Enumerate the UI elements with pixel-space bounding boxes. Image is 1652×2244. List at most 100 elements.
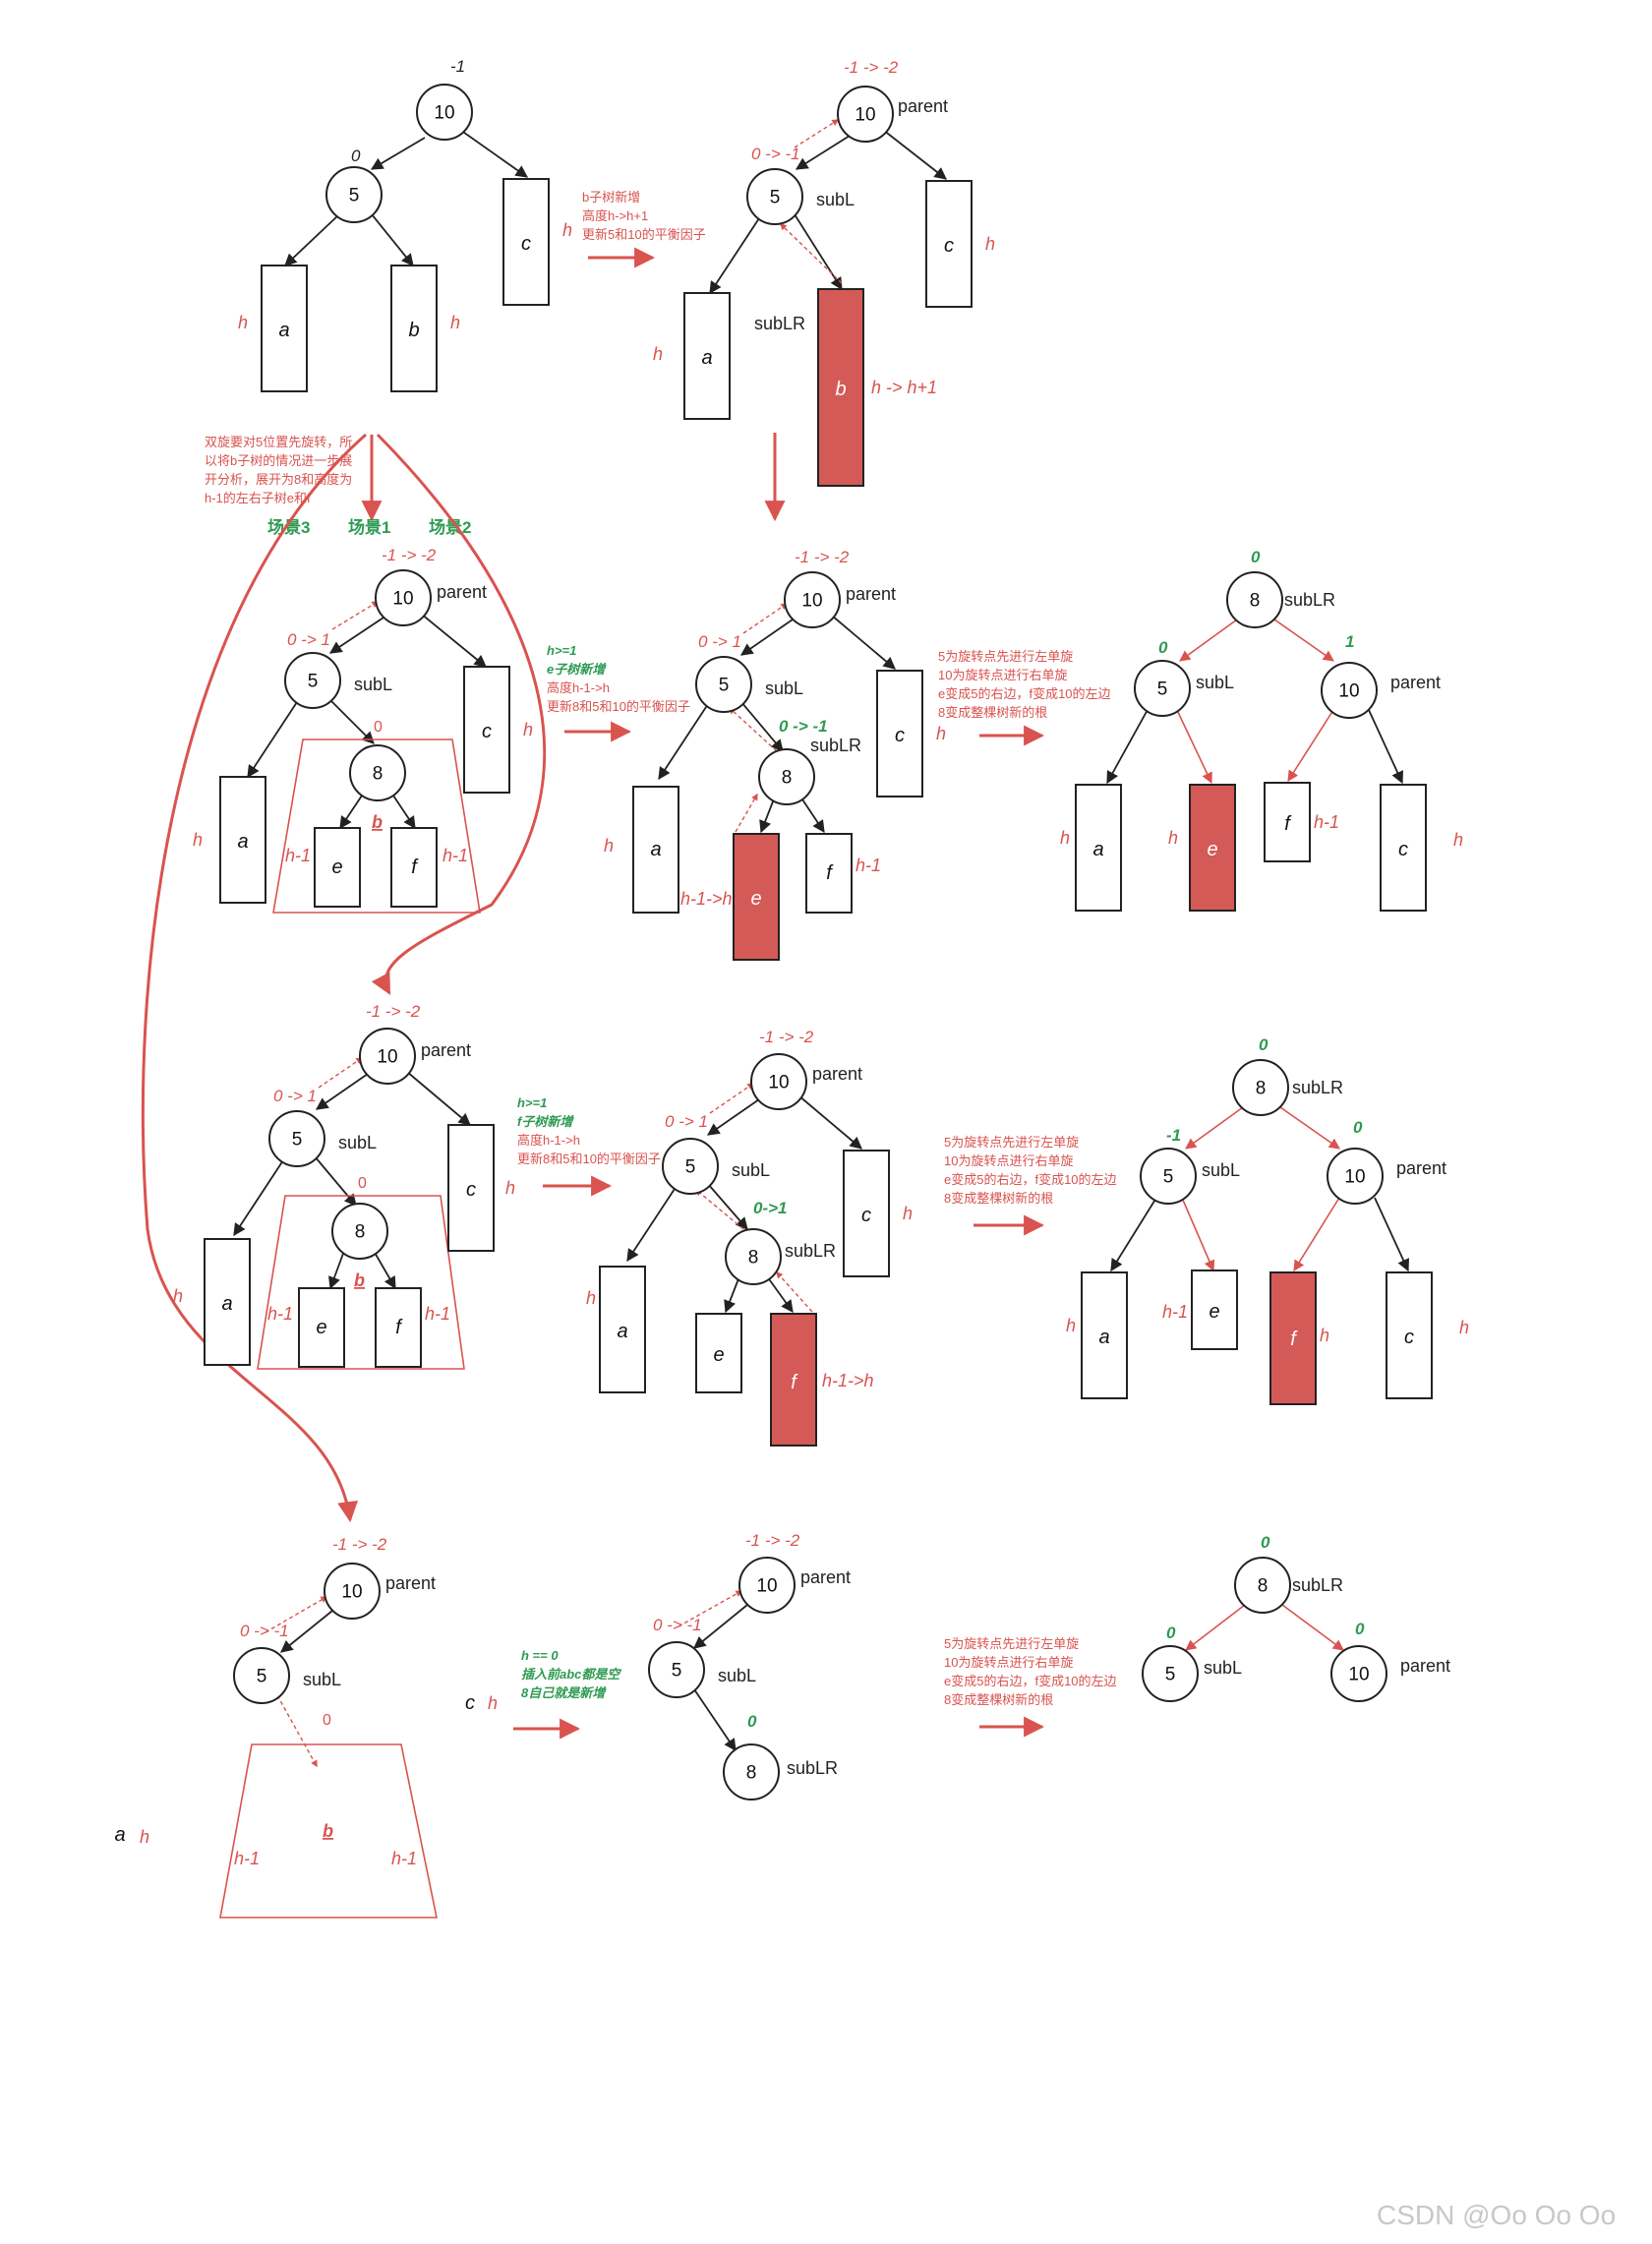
svg-text:高度h->h+1: 高度h->h+1: [582, 208, 648, 223]
svg-text:b: b: [354, 1270, 365, 1290]
svg-text:h: h: [562, 220, 572, 240]
svg-text:5: 5: [1157, 679, 1168, 700]
svg-text:8: 8: [373, 764, 384, 785]
svg-text:-1 -> -2: -1 -> -2: [844, 58, 899, 77]
svg-text:e: e: [331, 856, 342, 878]
svg-text:parent: parent: [421, 1040, 471, 1060]
node-10: 10: [416, 84, 473, 141]
svg-text:e: e: [1207, 839, 1217, 860]
subtree-a: a: [278, 320, 289, 341]
node-10: 10: [837, 86, 894, 143]
node-10: 10: [324, 1563, 381, 1620]
tree-original: -1 10 0 5 a b c h h h: [238, 57, 572, 392]
svg-text:parent: parent: [385, 1573, 436, 1593]
svg-text:0 -> 1: 0 -> 1: [665, 1112, 708, 1131]
svg-text:subL: subL: [1202, 1160, 1240, 1180]
svg-text:10: 10: [392, 589, 413, 610]
svg-text:-1 -> -2: -1 -> -2: [332, 1535, 387, 1554]
svg-text:parent: parent: [898, 96, 948, 116]
node-8: 8: [331, 1203, 388, 1260]
svg-text:双旋要对5位置先旋转，所: 双旋要对5位置先旋转，所: [205, 435, 352, 449]
subtree-b: b: [408, 320, 419, 341]
svg-text:parent: parent: [812, 1064, 862, 1084]
svg-text:0: 0: [358, 1175, 367, 1192]
svg-text:10为旋转点进行右单旋: 10为旋转点进行右单旋: [944, 1655, 1073, 1670]
svg-text:5: 5: [292, 1130, 303, 1151]
svg-text:开分析，展开为8和高度为: 开分析，展开为8和高度为: [205, 472, 352, 487]
svg-text:a: a: [617, 1321, 627, 1342]
svg-text:h: h: [1320, 1326, 1329, 1345]
svg-text:a: a: [114, 1824, 125, 1846]
svg-text:parent: parent: [1390, 673, 1441, 692]
node-5: 5: [695, 656, 752, 713]
svg-text:5: 5: [770, 188, 781, 208]
svg-text:h-1: h-1: [234, 1849, 260, 1868]
svg-text:e子树新增: e子树新增: [547, 662, 607, 677]
svg-text:0: 0: [1251, 548, 1261, 566]
node-10: 10: [375, 569, 432, 626]
svg-text:h-1: h-1: [1162, 1302, 1188, 1322]
svg-text:5: 5: [719, 676, 730, 696]
svg-text:c: c: [482, 721, 492, 742]
svg-text:h: h: [193, 830, 203, 850]
svg-text:10为旋转点进行右单旋: 10为旋转点进行右单旋: [944, 1153, 1073, 1168]
tree-scene3: -1 -> -2 10 parent 0 -> -1 5 subL 0 b h-…: [114, 1535, 498, 1919]
node-8: 8: [1226, 571, 1283, 628]
svg-text:0: 0: [1261, 1533, 1270, 1552]
svg-text:f: f: [1290, 1329, 1298, 1350]
svg-text:f: f: [395, 1317, 403, 1338]
svg-text:0: 0: [747, 1712, 757, 1731]
svg-text:h: h: [586, 1288, 596, 1308]
svg-text:8: 8: [1256, 1079, 1267, 1099]
svg-text:0 -> 1: 0 -> 1: [698, 632, 741, 651]
svg-text:c: c: [466, 1179, 476, 1201]
svg-text:0->1: 0->1: [753, 1199, 788, 1217]
svg-text:0: 0: [374, 719, 383, 736]
svg-text:8: 8: [746, 1763, 757, 1784]
svg-text:0 -> 1: 0 -> 1: [287, 630, 330, 649]
svg-text:8变成整棵树新的根: 8变成整棵树新的根: [944, 1692, 1053, 1707]
svg-text:b: b: [835, 379, 846, 400]
svg-text:parent: parent: [1396, 1158, 1446, 1178]
svg-text:c: c: [895, 725, 905, 746]
svg-text:b: b: [372, 812, 383, 832]
svg-text:e: e: [316, 1317, 326, 1338]
svg-text:h-1->h: h-1->h: [822, 1371, 874, 1390]
svg-text:f: f: [1284, 813, 1292, 835]
node-10: 10: [1321, 662, 1378, 719]
svg-text:5为旋转点先进行左单旋: 5为旋转点先进行左单旋: [944, 1636, 1079, 1651]
watermark: CSDN @Oo Oo Oo: [1377, 2200, 1616, 2230]
svg-text:h: h: [488, 1693, 498, 1713]
svg-text:8: 8: [355, 1222, 366, 1243]
svg-text:10: 10: [768, 1073, 789, 1093]
subtree-c: c: [521, 233, 531, 255]
svg-text:subLR: subLR: [1292, 1078, 1343, 1097]
svg-text:场景2: 场景2: [429, 518, 471, 537]
node-5: 5: [268, 1110, 325, 1167]
svg-text:0: 0: [1166, 1624, 1176, 1642]
svg-text:e变成5的右边，f变成10的左边: e变成5的右边，f变成10的左边: [944, 1172, 1117, 1187]
svg-text:10: 10: [855, 105, 875, 126]
svg-text:h == 0: h == 0: [521, 1648, 559, 1663]
svg-text:h: h: [985, 234, 995, 254]
svg-text:5: 5: [349, 186, 360, 207]
node-10: 10: [359, 1028, 416, 1085]
svg-text:场景3: 场景3: [267, 518, 310, 537]
svg-text:0 -> -1: 0 -> -1: [240, 1622, 289, 1640]
svg-text:0: 0: [1353, 1118, 1363, 1137]
node-5: 5: [1142, 1645, 1199, 1702]
svg-text:h: h: [936, 724, 946, 743]
svg-text:h>=1: h>=1: [547, 643, 576, 658]
svg-text:parent: parent: [800, 1567, 851, 1587]
svg-text:1: 1: [1345, 632, 1354, 651]
node-8: 8: [1234, 1557, 1291, 1614]
svg-text:5为旋转点先进行左单旋: 5为旋转点先进行左单旋: [938, 649, 1073, 664]
svg-text:高度h-1->h: 高度h-1->h: [547, 680, 610, 695]
svg-text:e变成5的右边，f变成10的左边: e变成5的右边，f变成10的左边: [944, 1674, 1117, 1688]
svg-text:h-1: h-1: [285, 846, 311, 865]
svg-text:10: 10: [756, 1576, 777, 1597]
svg-text:更新8和5和10的平衡因子: 更新8和5和10的平衡因子: [517, 1152, 661, 1166]
svg-text:e变成5的右边，f变成10的左边: e变成5的右边，f变成10的左边: [938, 686, 1111, 701]
svg-text:parent: parent: [1400, 1656, 1450, 1676]
svg-text:h: h: [604, 836, 614, 856]
